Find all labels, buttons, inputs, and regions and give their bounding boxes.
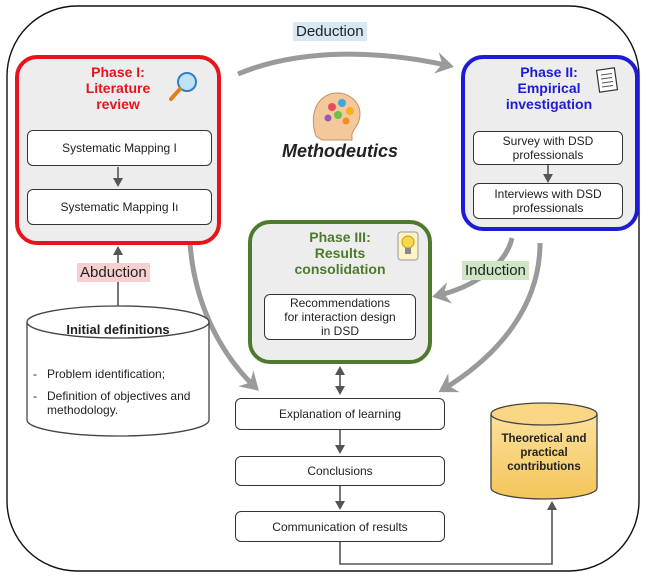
communication-box: Communication of results	[235, 511, 445, 542]
systematic-mapping-1: Systematic Mapping I	[27, 130, 212, 166]
initial-item: -Definition of objectives and methodolog…	[33, 389, 191, 417]
document-icon	[595, 67, 619, 93]
interviews-line2: professionals	[512, 201, 584, 215]
explanation-box: Explanation of learning	[235, 398, 445, 430]
deduction-arrow	[237, 51, 454, 77]
contributions-label: Theoretical and practical contributions	[501, 433, 587, 473]
deduction-label: Deduction	[293, 22, 367, 41]
survey-line2: professionals	[512, 148, 584, 162]
initial-item: -Problem identification;	[33, 367, 166, 381]
phase2-title: Phase II: Empirical investigation	[505, 64, 593, 112]
phase1-title: Phase I: Literature review	[85, 64, 151, 112]
survey-line1: Survey with DSD	[502, 134, 594, 148]
magnifier-icon	[169, 72, 197, 101]
phase1-to-explanation-arrow	[187, 242, 259, 391]
systematic-mapping-2: Systematic Mapping Iı	[27, 189, 212, 225]
lightbulb-icon	[397, 231, 419, 261]
induction-label: Induction	[462, 261, 529, 280]
phase2-to-explanation-arrow	[438, 242, 543, 393]
communication-contributions-arrow	[339, 501, 557, 565]
conclusions-box: Conclusions	[235, 456, 445, 486]
initial-definitions-title: Initial definitions	[66, 322, 170, 337]
initial-definitions-list: -Problem identification; -Definition of …	[33, 367, 205, 425]
survey-box: Survey with DSD professionals	[473, 131, 623, 165]
abduction-label: Abduction	[77, 263, 150, 282]
contributions-cylinder	[490, 402, 598, 500]
interviews-box: Interviews with DSD professionals	[473, 183, 623, 219]
methodeutics-label: Methodeutics	[281, 141, 398, 161]
brain-head-icon	[312, 92, 361, 141]
initial-definitions-cylinder	[26, 305, 210, 437]
interviews-line1: Interviews with DSD	[494, 187, 602, 201]
recommendations-box: Recommendations for interaction design i…	[264, 294, 416, 340]
phase3-title: Phase III: Results consolidation	[294, 229, 386, 277]
